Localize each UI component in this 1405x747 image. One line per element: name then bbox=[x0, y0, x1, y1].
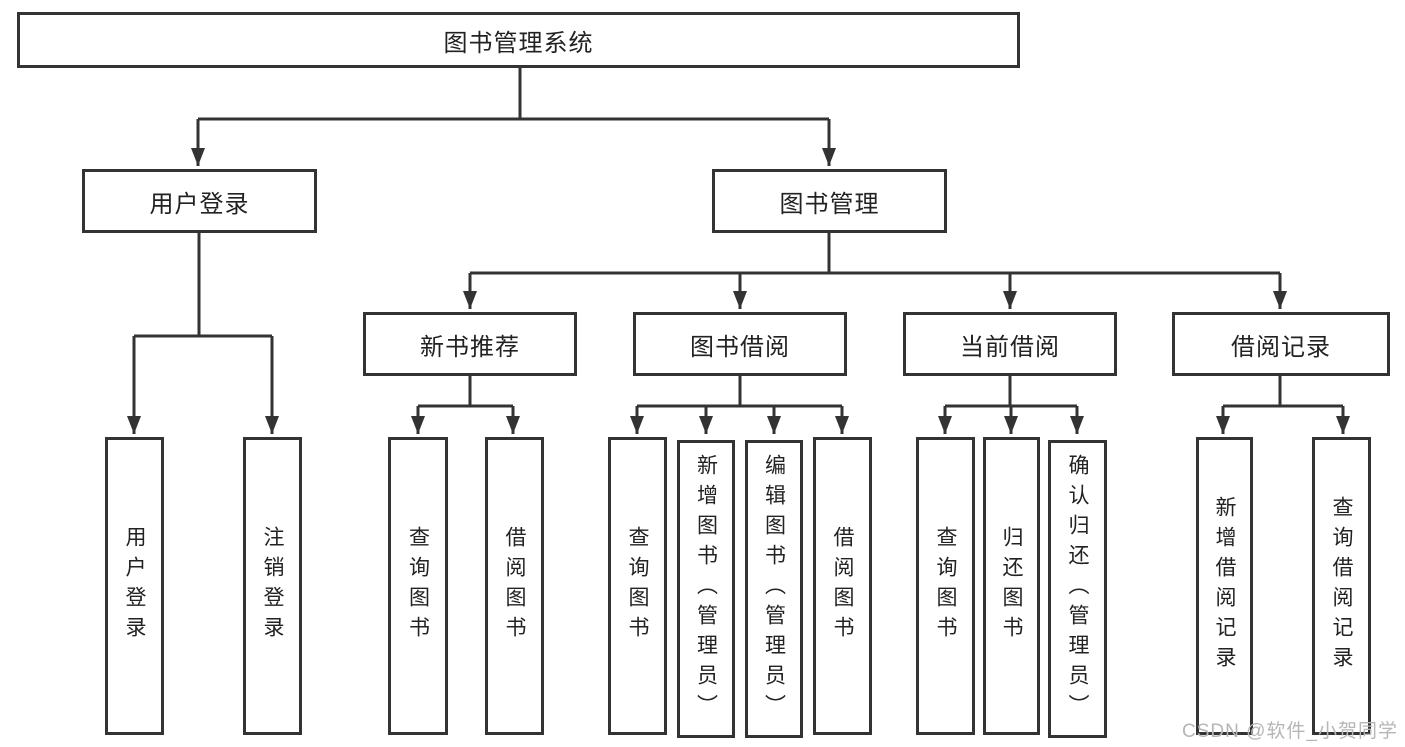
leaf-borrowing-add-books-admin-label: 新增图书（管理员） bbox=[694, 454, 718, 724]
leaf-records-query-record: 查询借阅记录 bbox=[1312, 437, 1371, 735]
leaf-current-return-books-label: 归还图书 bbox=[1000, 526, 1023, 646]
leaf-recommend-query-books-label: 查询图书 bbox=[406, 526, 430, 646]
node-current-borrowing: 当前借阅 bbox=[903, 312, 1117, 376]
node-root: 图书管理系统 bbox=[17, 12, 1020, 68]
node-book-borrowing-label: 图书借阅 bbox=[690, 333, 790, 361]
leaf-records-query-record-label: 查询借阅记录 bbox=[1330, 496, 1353, 676]
leaf-borrowing-add-books-admin: 新增图书（管理员） bbox=[677, 440, 735, 738]
leaf-borrowing-query-books-label: 查询图书 bbox=[626, 526, 649, 646]
leaf-logout-login-label: 注销登录 bbox=[261, 526, 284, 646]
leaf-recommend-query-books: 查询图书 bbox=[388, 437, 448, 735]
leaf-current-return-books: 归还图书 bbox=[983, 437, 1040, 735]
node-new-book-recommend-label: 新书推荐 bbox=[420, 333, 520, 361]
leaf-recommend-borrow-books: 借阅图书 bbox=[485, 437, 544, 735]
leaf-user-login: 用户登录 bbox=[105, 437, 164, 735]
node-current-borrowing-label: 当前借阅 bbox=[960, 333, 1060, 361]
watermark-text: CSDN @软件_小贺同学 bbox=[1182, 721, 1398, 742]
node-root-label: 图书管理系统 bbox=[443, 29, 594, 57]
leaf-records-add-record-label: 新增借阅记录 bbox=[1213, 496, 1236, 676]
leaf-borrowing-borrow-books: 借阅图书 bbox=[813, 437, 872, 735]
spine-root bbox=[134, 68, 1343, 408]
leaf-current-confirm-return-admin: 确认归还（管理员） bbox=[1048, 440, 1107, 738]
node-book-management-label: 图书管理 bbox=[779, 190, 880, 218]
leaf-borrowing-query-books: 查询图书 bbox=[608, 437, 667, 735]
leaf-logout-login: 注销登录 bbox=[243, 437, 302, 735]
node-user-login: 用户登录 bbox=[82, 169, 317, 233]
node-book-borrowing: 图书借阅 bbox=[633, 312, 847, 376]
node-book-management: 图书管理 bbox=[712, 169, 947, 233]
leaf-user-login-label: 用户登录 bbox=[123, 526, 146, 646]
leaf-current-query-books: 查询图书 bbox=[916, 437, 975, 735]
leaf-current-confirm-return-admin-label: 确认归还（管理员） bbox=[1066, 454, 1089, 724]
node-new-book-recommend: 新书推荐 bbox=[363, 312, 577, 376]
leaf-recommend-borrow-books-label: 借阅图书 bbox=[503, 526, 526, 646]
node-user-login-label: 用户登录 bbox=[149, 190, 250, 218]
leaf-borrowing-edit-books-admin-label: 编辑图书（管理员） bbox=[762, 454, 786, 724]
leaf-current-query-books-label: 查询图书 bbox=[934, 526, 957, 646]
node-borrowing-records: 借阅记录 bbox=[1172, 312, 1390, 376]
leaf-records-add-record: 新增借阅记录 bbox=[1196, 437, 1253, 735]
leaf-borrowing-edit-books-admin: 编辑图书（管理员） bbox=[745, 440, 803, 738]
leaf-borrowing-borrow-books-label: 借阅图书 bbox=[831, 526, 854, 646]
node-borrowing-records-label: 借阅记录 bbox=[1231, 333, 1331, 361]
